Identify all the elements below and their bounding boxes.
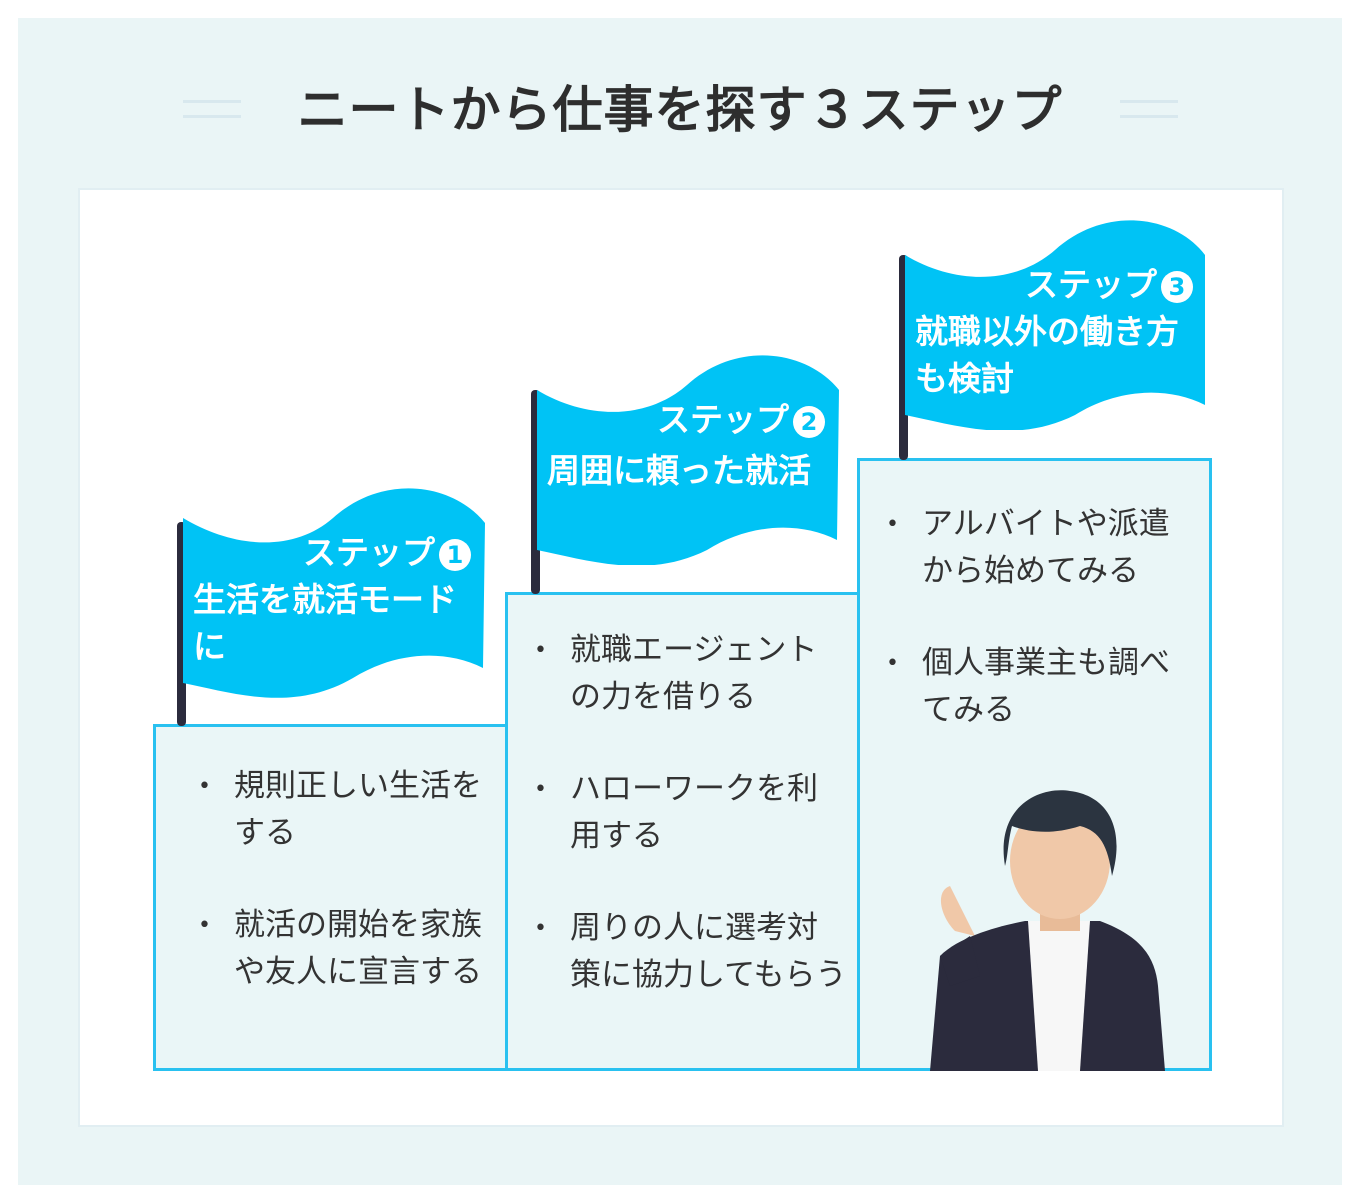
list-item: 規則正しい生活をする	[196, 763, 496, 857]
shirt	[1028, 921, 1090, 1071]
title-decoration-right	[1120, 100, 1178, 118]
step-number-badge: 1	[439, 538, 471, 571]
step-2-title: 周囲に頼った就活	[547, 451, 811, 490]
list-item: 就職エージェントの力を借りる	[532, 627, 847, 721]
flag-pole-1	[177, 522, 186, 726]
face	[1010, 803, 1110, 919]
step-3-title: 就職以外の働き方も検討	[915, 312, 1179, 398]
list-item: 個人事業主も調べてみる	[884, 640, 1194, 734]
list-item: ハローワークを利用する	[532, 766, 847, 860]
step-3-items: アルバイトや派遣から始めてみる 個人事業主も調べてみる	[884, 501, 1194, 779]
flag-pole-2	[531, 390, 540, 594]
step-number-badge: 3	[1161, 270, 1193, 303]
step-2-box: 就職エージェントの力を借りる ハローワークを利用する 周りの人に選考対策に協力し…	[505, 592, 860, 1071]
step-1-title: 生活を就活モードに	[193, 580, 457, 666]
step-number-badge: 2	[793, 405, 825, 438]
step-1-items: 規則正しい生活をする 就活の開始を家族や友人に宣言する	[196, 763, 496, 1041]
step-2-items: 就職エージェントの力を借りる ハローワークを利用する 周りの人に選考対策に協力し…	[532, 627, 847, 1044]
step-1-box: 規則正しい生活をする 就活の開始を家族や友人に宣言する	[153, 724, 508, 1071]
list-item: アルバイトや派遣から始めてみる	[884, 501, 1194, 595]
person-illustration	[930, 790, 1165, 1071]
list-item: 周りの人に選考対策に協力してもらう	[532, 905, 847, 999]
step-3-box: アルバイトや派遣から始めてみる 個人事業主も調べてみる	[857, 458, 1212, 1071]
flag-pole-3	[899, 255, 908, 460]
title-decoration-left	[183, 100, 241, 118]
hair	[1003, 790, 1117, 876]
hand	[940, 886, 975, 936]
page-title: ニートから仕事を探す３ステップ	[297, 81, 1063, 139]
list-item: 就活の開始を家族や友人に宣言する	[196, 902, 496, 996]
